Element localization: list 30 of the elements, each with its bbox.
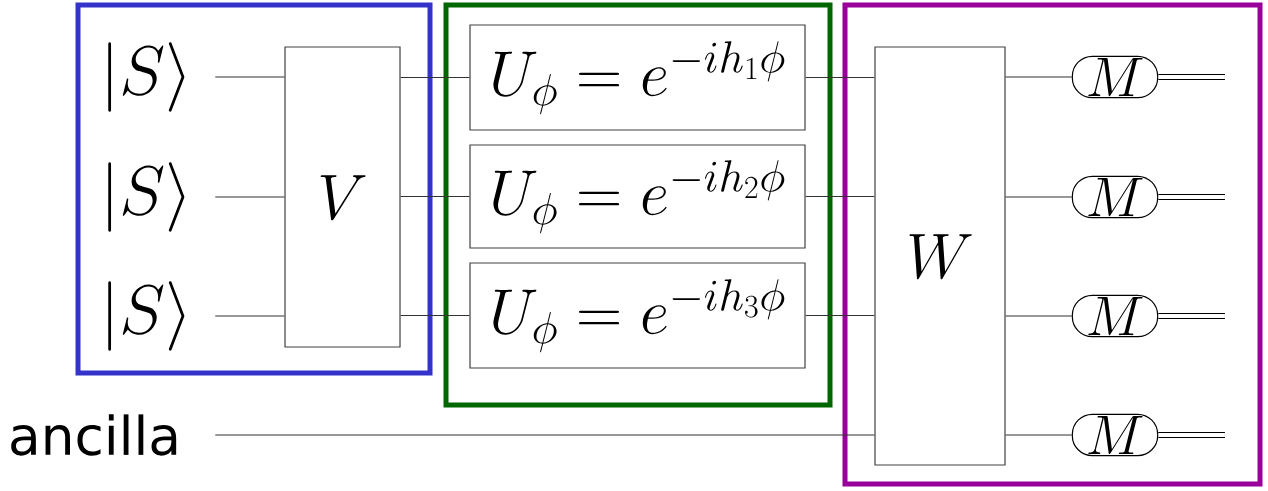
measurement-box: $M$ bbox=[1071, 413, 1159, 457]
wire bbox=[805, 195, 875, 198]
state-label: $|S\rangle$ bbox=[108, 42, 185, 112]
wire bbox=[400, 314, 470, 317]
wire bbox=[1005, 196, 1073, 198]
gate-box: $W$ bbox=[874, 46, 1006, 466]
gate-box: $U_\phi = e^{-ih_1\phi}$ bbox=[469, 24, 806, 131]
gate-box: $V$ bbox=[284, 46, 401, 348]
group-frame bbox=[75, 2, 433, 376]
wire bbox=[1005, 315, 1073, 317]
wire bbox=[1005, 434, 1073, 436]
wire bbox=[1005, 76, 1073, 78]
wire bbox=[214, 76, 285, 78]
group-frame bbox=[842, 2, 1263, 487]
gate-box: $U_\phi = e^{-ih_2\phi}$ bbox=[469, 144, 806, 249]
wire bbox=[400, 76, 470, 79]
state-label: $|S\rangle$ bbox=[108, 281, 185, 351]
wire bbox=[214, 196, 285, 198]
wire bbox=[214, 434, 875, 436]
measurement-box: $M$ bbox=[1071, 294, 1159, 338]
group-frame bbox=[443, 2, 833, 408]
wire bbox=[214, 315, 285, 317]
wire-label: ancilla bbox=[11, 414, 177, 456]
measurement-box: $M$ bbox=[1071, 55, 1159, 99]
wire bbox=[400, 195, 470, 198]
measurement-box: $M$ bbox=[1071, 175, 1159, 219]
gate-box: $U_\phi = e^{-ih_3\phi}$ bbox=[469, 262, 806, 369]
wire bbox=[805, 76, 875, 79]
wire bbox=[805, 314, 875, 317]
state-label: $|S\rangle$ bbox=[108, 162, 185, 232]
